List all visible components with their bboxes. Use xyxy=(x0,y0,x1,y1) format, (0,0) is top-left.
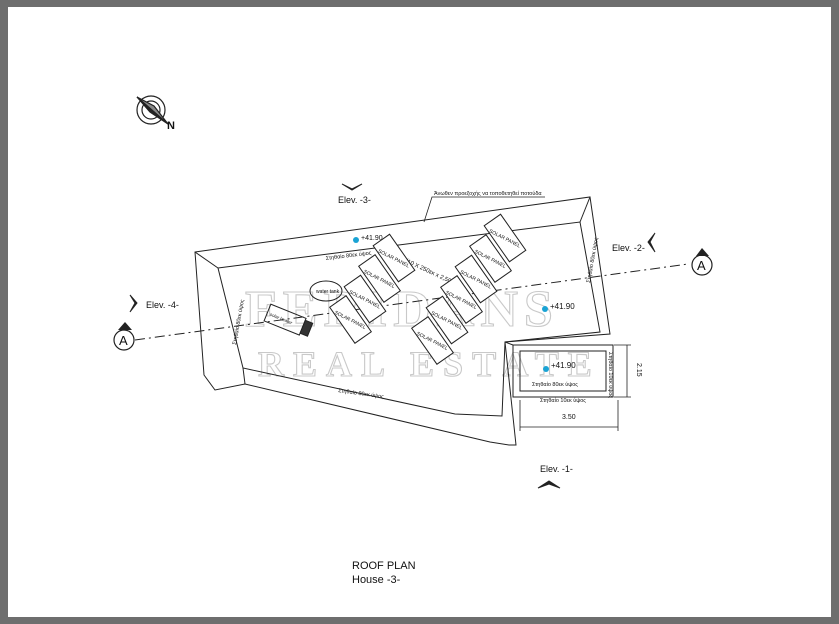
solar-panel: SOLAR PANEL xyxy=(454,254,498,304)
water-tank-icon xyxy=(309,280,343,302)
section-line-a xyxy=(113,248,713,351)
level-marker-stair: +41.90 xyxy=(543,361,576,372)
elev2-marker-icon xyxy=(647,232,656,253)
plan-title: ROOF PLAN xyxy=(352,560,416,572)
solar-panel-frame xyxy=(357,254,402,303)
solar-panel-frame xyxy=(343,274,387,324)
parapet-label-stair-top: Στηθαίο 80εκ ύψος xyxy=(532,381,578,388)
stair-roof-box xyxy=(504,341,614,398)
watermark-line2: REAL ESTATE xyxy=(258,344,601,384)
elev2-label: Elev. -2- xyxy=(612,243,645,253)
plan-subtitle: House -3- xyxy=(352,574,401,586)
elev1-marker-icon xyxy=(537,480,561,489)
level-marker-stair-icon xyxy=(543,366,549,372)
level-marker-main-icon xyxy=(353,237,359,243)
dimension-width-label: 3.50 xyxy=(562,414,576,421)
solar-panel-frame xyxy=(468,234,513,283)
dimension-width xyxy=(519,400,619,431)
solar-panel: SOLAR PANEL xyxy=(372,233,416,283)
level-stair: +41.90 xyxy=(551,361,576,370)
roof-parapet-inner xyxy=(217,221,601,417)
paper xyxy=(8,7,831,617)
solar-panel-frame xyxy=(372,233,416,283)
parapet-label-stair-right: Στηθαίο 10εκ ύψος xyxy=(607,352,614,398)
solar-heater-tank-icon xyxy=(299,319,314,337)
elev3-label: Elev. -3- xyxy=(338,195,371,205)
level-marker-main: +41.90 xyxy=(353,235,383,243)
elev3-marker-icon xyxy=(341,183,363,191)
top-note: Άνωθεν προεξοχής να τοποθετηθεί ποτούδα xyxy=(434,190,542,197)
solar-panel-frame xyxy=(454,254,498,304)
level-main: +41.90 xyxy=(361,235,383,242)
north-arrow-icon xyxy=(136,95,169,125)
level-right: +41.90 xyxy=(550,302,575,311)
water-tank-label: water tank xyxy=(316,289,340,295)
parapet-label-stair-bottom: Στηθαίο 10εκ ύψος xyxy=(540,397,586,404)
roof-outer-edge xyxy=(194,196,611,446)
solar-panel-frame xyxy=(439,275,484,324)
roof-outline xyxy=(194,196,611,446)
solar-panel-frame xyxy=(328,295,373,344)
level-marker-right: +41.90 xyxy=(542,302,575,312)
north-label: N xyxy=(167,120,175,132)
dimension-height xyxy=(614,344,631,398)
elev1-label: Elev. -1- xyxy=(540,464,573,474)
top-note-leader xyxy=(423,196,545,223)
solar-panel-frame xyxy=(483,213,527,263)
dimension-height-label: 2.15 xyxy=(635,363,642,377)
solar-panel-frame xyxy=(410,316,455,365)
section-label-left: A xyxy=(119,333,128,348)
solar-panel-frame xyxy=(425,295,469,345)
elev4-marker-icon xyxy=(129,294,138,313)
section-label-right: A xyxy=(697,258,706,273)
level-marker-right-icon xyxy=(542,306,548,312)
watermark-line1: FERIDANS xyxy=(245,281,559,338)
elev4-label: Elev. -4- xyxy=(146,300,179,310)
